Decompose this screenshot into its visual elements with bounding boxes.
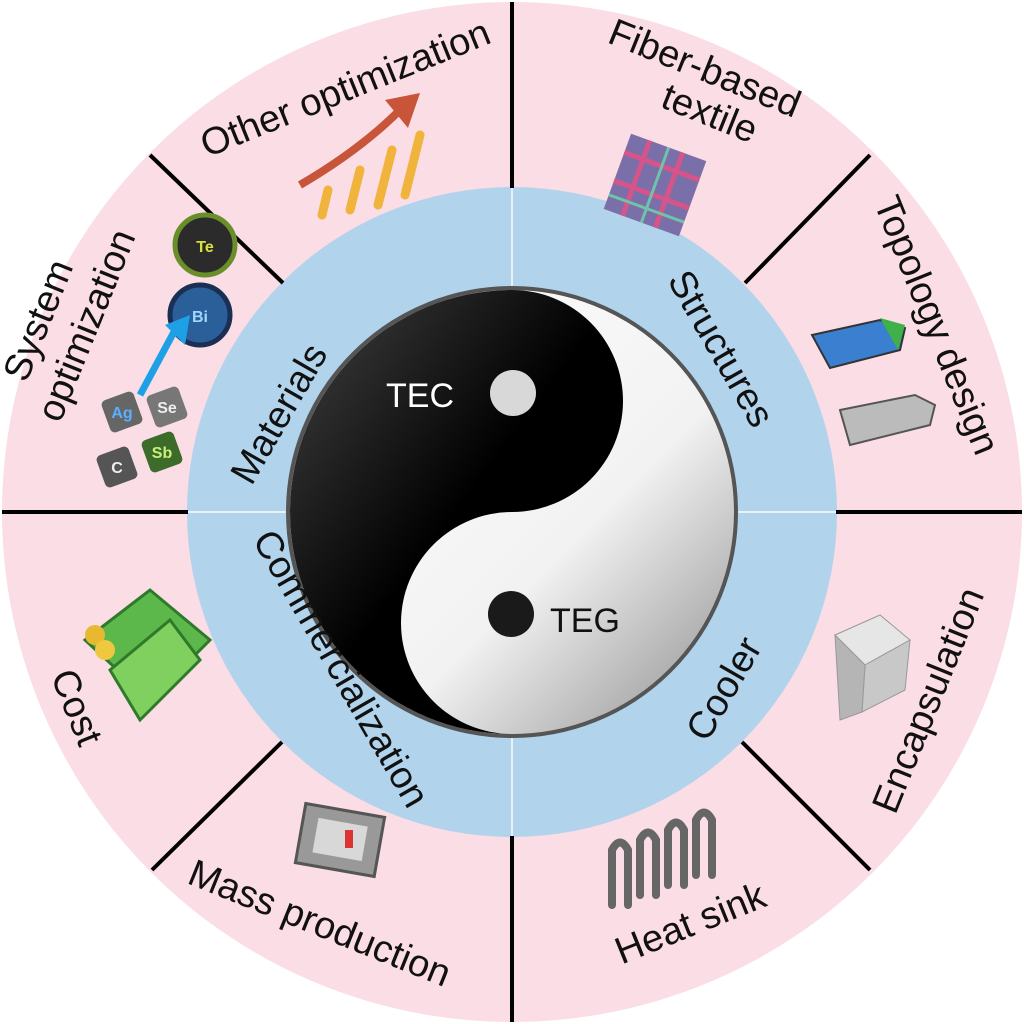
element-te: Te — [196, 239, 214, 256]
heat-sink-icon — [608, 808, 716, 909]
element-c: C — [111, 460, 123, 477]
element-sb: Sb — [152, 445, 173, 462]
element-bi: Bi — [192, 309, 208, 326]
inner-dividers — [188, 188, 836, 836]
tec-dot — [490, 370, 536, 416]
growth-chart-icon — [297, 93, 425, 220]
element-ag: Ag — [111, 405, 132, 422]
money-stack-icon — [82, 588, 213, 723]
plaid-textile-icon — [603, 133, 707, 237]
foot-model-icon — [810, 318, 937, 447]
tec-label: TEC — [386, 377, 454, 415]
cube-encapsulation-icon — [834, 614, 911, 721]
machine-icon — [293, 801, 387, 879]
teg-dot — [488, 591, 534, 637]
element-se: Se — [157, 400, 177, 417]
yin-yang-symbol: TEC TEG — [286, 286, 738, 738]
element-tiles-icon: Te Bi Ag Se C Sb — [96, 212, 238, 488]
teg-label: TEG — [550, 602, 620, 640]
